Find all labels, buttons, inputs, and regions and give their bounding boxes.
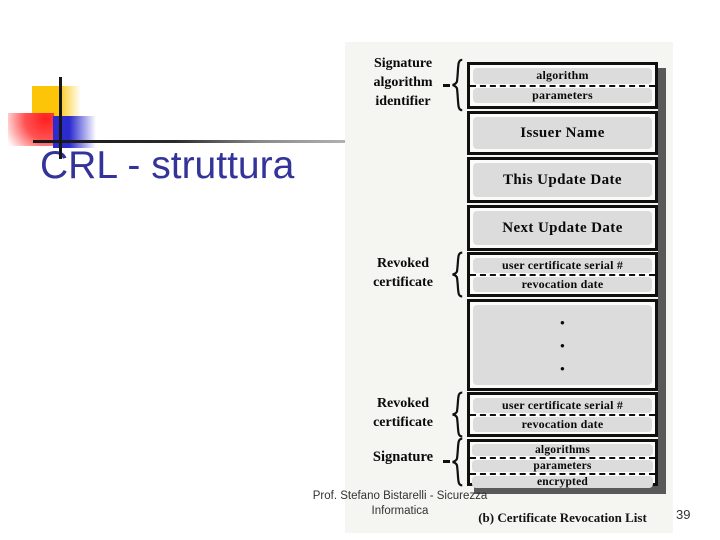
label-connector-dash (443, 84, 450, 87)
curly-brace-icon (450, 437, 464, 487)
box-ellipsis: • • • (467, 299, 658, 391)
label-connector-dash (443, 460, 450, 463)
cell-revocation-date: revocation date (473, 417, 652, 432)
cell-this-update-date: This Update Date (473, 163, 652, 197)
table-shadow-bottom (474, 486, 666, 494)
cell-parameters: parameters (472, 460, 653, 472)
slide-footer: Prof. Stefano Bistarelli - Sicurezza Inf… (230, 489, 570, 519)
cell-user-certificate-serial: user certificate serial # (473, 398, 652, 413)
dashed-divider (470, 457, 655, 459)
curly-brace-icon (450, 391, 464, 438)
table-shadow-right (658, 68, 666, 494)
dashed-divider (470, 84, 655, 87)
curly-brace-icon (450, 251, 464, 298)
figure-caption: (b) Certificate Revocation List (478, 510, 647, 525)
box-issuer-name: Issuer Name (467, 111, 658, 155)
cell-user-certificate-serial: user certificate serial # (473, 258, 652, 273)
cell-issuer-name: Issuer Name (473, 117, 652, 149)
dashed-divider (470, 274, 655, 276)
label-revoked-certificate-2: Revoked certificate (373, 396, 433, 430)
ellipsis-dots: • • • (473, 305, 652, 385)
box-next-update-date: Next Update Date (467, 205, 658, 251)
ellipsis-dot: • (560, 360, 565, 376)
label-signature-algorithm-identifier: Signature algorithm identifier (373, 56, 433, 109)
crl-structure-figure: Signature algorithm identifier Revoked c… (345, 42, 673, 533)
cell-revocation-date: revocation date (473, 277, 652, 292)
box-signature: algorithms parameters encrypted (467, 439, 658, 488)
box-revoked-certificate-2: user certificate serial # revocation dat… (467, 392, 658, 437)
footer-line-2: Informatica (371, 505, 429, 517)
decor-vertical-rule (59, 77, 62, 159)
box-revoked-certificate-1: user certificate serial # revocation dat… (467, 252, 658, 297)
label-revoked-certificate-1: Revoked certificate (373, 256, 433, 290)
cell-parameters: parameters (473, 87, 652, 103)
decor-horizontal-rule (33, 140, 349, 143)
footer-line-1: Prof. Stefano Bistarelli - Sicurezza (312, 490, 488, 502)
dashed-divider (470, 473, 655, 475)
label-signature: Signature (372, 449, 434, 465)
ellipsis-dot: • (560, 337, 565, 353)
box-signature-algorithm-identifier: algorithm parameters (467, 62, 658, 109)
box-this-update-date: This Update Date (467, 157, 658, 203)
cell-algorithms: algorithms (472, 444, 653, 456)
dashed-divider (470, 414, 655, 416)
curly-brace-icon (450, 58, 464, 112)
cell-next-update-date: Next Update Date (473, 211, 652, 245)
slide-page-number: 39 (676, 507, 691, 522)
page-title: CRL - struttura (40, 144, 295, 187)
cell-encrypted: encrypted (472, 476, 653, 488)
cell-algorithm: algorithm (473, 68, 652, 84)
ellipsis-dot: • (560, 314, 565, 330)
